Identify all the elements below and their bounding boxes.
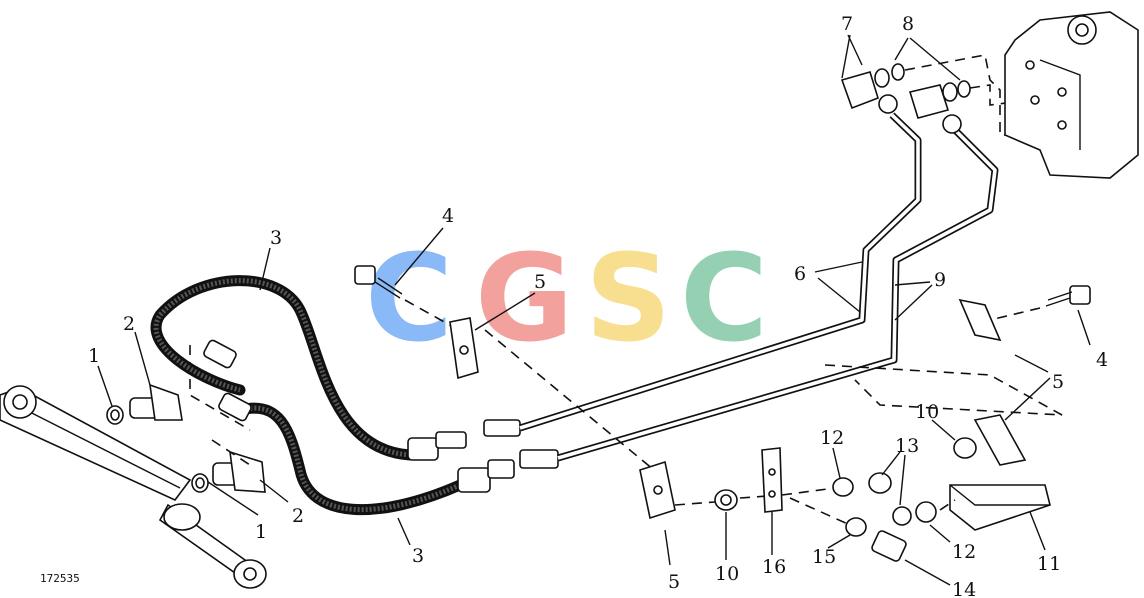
watermark: C G S C xyxy=(365,230,768,369)
callout-5-upper: 5 xyxy=(534,271,546,293)
cylinder-fittings xyxy=(106,345,266,493)
callout-1-upper: 1 xyxy=(88,345,100,367)
callout-2-upper: 2 xyxy=(123,313,135,335)
callout-2-lower: 2 xyxy=(292,505,304,527)
hydraulic-cylinder xyxy=(0,385,267,589)
callout-13: 13 xyxy=(895,435,919,457)
callout-9: 9 xyxy=(934,269,946,291)
valve-fittings xyxy=(840,54,1050,136)
figure-id: 172535 xyxy=(40,572,80,585)
steel-tubes xyxy=(518,112,999,462)
watermark-letter-3: S xyxy=(585,230,671,369)
callout-4-right: 4 xyxy=(1096,349,1108,371)
callout-labels: 1 1 2 2 3 3 4 4 5 5 5 6 7 8 9 10 10 11 1… xyxy=(40,13,1108,598)
callout-12-upper: 12 xyxy=(820,427,844,449)
clamps-and-bolts xyxy=(354,265,1091,520)
callout-14: 14 xyxy=(952,579,976,598)
callout-3-upper: 3 xyxy=(270,227,282,249)
callout-12-lower: 12 xyxy=(952,541,976,563)
callout-4-left: 4 xyxy=(442,205,454,227)
callout-10-upper: 10 xyxy=(915,401,939,423)
control-valve-body xyxy=(1004,11,1139,179)
watermark-letter-1: C xyxy=(365,230,453,369)
callout-5-right: 5 xyxy=(1052,371,1064,393)
callout-8: 8 xyxy=(902,13,914,35)
callout-10-lower: 10 xyxy=(715,563,739,585)
hoses xyxy=(150,275,559,516)
callout-16: 16 xyxy=(762,556,786,578)
watermark-letter-4: C xyxy=(680,230,768,369)
callout-15: 15 xyxy=(812,546,836,568)
leader-lines xyxy=(97,34,1091,586)
callout-6: 6 xyxy=(794,263,806,285)
callout-3-lower: 3 xyxy=(412,545,424,567)
callout-7: 7 xyxy=(841,13,853,35)
callout-5-lower: 5 xyxy=(668,571,680,593)
callout-11: 11 xyxy=(1037,553,1061,575)
callout-1-lower: 1 xyxy=(255,521,267,543)
mounting-hardware xyxy=(674,437,1051,562)
